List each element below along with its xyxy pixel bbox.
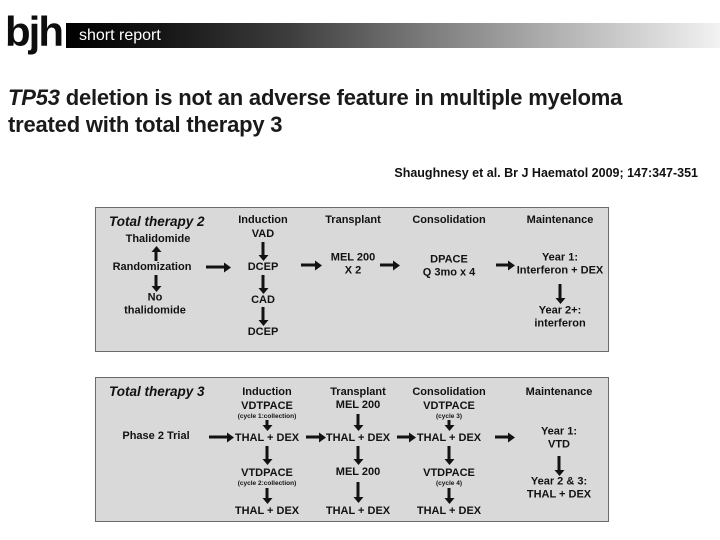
down-arrow — [356, 414, 360, 425]
tt2-header-induction: Induction — [238, 213, 288, 226]
tt3-node-thaldex-cons2: THAL + DEX — [416, 504, 482, 517]
tt3-header-induction: Induction — [242, 385, 292, 398]
tt2-no-thalidomide-line1: No — [147, 291, 163, 304]
citation: Shaughnesy et al. Br J Haematol 2009; 14… — [394, 166, 698, 180]
tt2-node-randomization: Randomization — [112, 260, 192, 273]
tt2-header-consolidation: Consolidation — [412, 213, 486, 226]
tt3-year1-line2: VTD — [548, 438, 570, 450]
down-arrow — [261, 275, 265, 288]
right-arrow — [397, 435, 409, 439]
tt3-node-thaldex-tx1: THAL + DEX — [325, 431, 391, 444]
tt3-node-thaldex-cons1: THAL + DEX — [416, 431, 482, 444]
tt2-node-dcep-1: DCEP — [247, 260, 279, 273]
right-arrow — [206, 265, 224, 269]
down-arrow — [265, 420, 269, 425]
tt2-year2-line1: Year 2+: — [538, 304, 582, 317]
down-arrow — [447, 420, 451, 425]
down-arrow — [356, 446, 360, 459]
tt2-node-mel200x2: MEL 200 X 2 — [331, 252, 375, 277]
tt3-node-thaldex-ind2: THAL + DEX — [234, 504, 300, 517]
banner-label: short report — [79, 26, 161, 44]
tt2-dpace-line2: Q 3mo x 4 — [422, 266, 476, 278]
total-therapy-3-panel: Total therapy 3 Induction Transplant Con… — [95, 377, 609, 522]
tt3-header-consolidation: Consolidation — [412, 385, 486, 398]
tt2-year2-line2: interferon — [534, 317, 586, 329]
right-arrow — [306, 435, 319, 439]
tt3-year23-line2: THAL + DEX — [526, 488, 592, 500]
tt3-vtdpace2-main: VTDPACE — [423, 466, 475, 479]
down-arrow — [265, 446, 269, 459]
down-arrow — [447, 446, 451, 459]
tt2-node-thalidomide: Thalidomide — [125, 232, 191, 245]
banner-bar: short report — [66, 23, 720, 48]
gene-name: TP53 — [8, 85, 60, 110]
tt2-mel200-line2: X 2 — [344, 264, 362, 276]
down-arrow — [557, 456, 561, 470]
bjh-logo: bjh — [5, 8, 64, 55]
right-arrow — [209, 435, 227, 439]
total-therapy-2-panel: Total therapy 2 Induction Transplant Con… — [95, 207, 609, 352]
tt3-vtdpace1-main: VTDPACE — [241, 466, 293, 479]
tt3-year1-line1: Year 1: — [540, 425, 578, 438]
tt2-node-year2plus: Year 2+: interferon — [534, 305, 585, 330]
tt2-node-cad: CAD — [251, 293, 275, 306]
tt3-vdtpace1-sub: (cycle 1:collection) — [237, 412, 297, 420]
tt3-vtdpace1-sub: (cycle 2:collection) — [237, 479, 297, 487]
tt2-no-thalidomide-line2: thalidomide — [124, 304, 186, 316]
tt2-node-dcep-2: DCEP — [247, 325, 279, 338]
tt3-node-mel200-1: MEL 200 — [335, 398, 381, 411]
tt3-node-year23: Year 2 & 3: THAL + DEX — [527, 476, 591, 501]
tt3-node-thaldex-tx2: THAL + DEX — [325, 504, 391, 517]
tt3-node-mel200-2: MEL 200 — [335, 465, 381, 478]
tt2-dpace-line1: DPACE — [430, 253, 468, 266]
tt2-node-year1: Year 1: Interferon + DEX — [517, 252, 604, 277]
tt2-header-transplant: Transplant — [325, 213, 381, 226]
down-arrow — [154, 275, 158, 286]
right-arrow — [495, 435, 508, 439]
title-line2: treated with total therapy 3 — [8, 112, 283, 137]
right-arrow — [380, 263, 393, 267]
down-arrow — [261, 242, 265, 255]
tt3-vdtpace2-main: VDTPACE — [423, 399, 475, 412]
down-arrow — [558, 284, 562, 298]
down-arrow — [356, 482, 360, 497]
title-line1: deletion is not an adverse feature in mu… — [59, 85, 623, 110]
tt3-node-vdtpace-2: VDTPACE (cycle 3) — [423, 400, 475, 421]
tt2-node-vad: VAD — [251, 227, 275, 240]
tt3-year23-line1: Year 2 & 3: — [530, 475, 588, 488]
down-arrow — [447, 488, 451, 498]
down-arrow — [261, 307, 265, 320]
tt3-node-thaldex-ind1: THAL + DEX — [234, 431, 300, 444]
tt2-mel200-line1: MEL 200 — [330, 251, 376, 264]
tt2-panel-title: Total therapy 2 — [109, 214, 205, 229]
tt3-vdtpace1-main: VDTPACE — [241, 399, 293, 412]
tt2-node-no-thalidomide: No thalidomide — [124, 292, 186, 317]
tt3-header-maintenance: Maintenance — [525, 385, 593, 398]
tt3-vdtpace2-sub: (cycle 3) — [435, 412, 463, 420]
tt3-header-transplant: Transplant — [330, 385, 386, 398]
tt3-node-vtdpace-2: VTDPACE (cycle 4) — [423, 467, 475, 488]
tt2-header-maintenance: Maintenance — [526, 213, 594, 226]
tt3-node-vtdpace-1: VTDPACE (cycle 2:collection) — [238, 467, 297, 488]
tt3-node-phase2trial: Phase 2 Trial — [122, 429, 190, 442]
right-arrow — [301, 263, 315, 267]
tt3-vtdpace2-sub: (cycle 4) — [435, 479, 463, 487]
right-arrow — [496, 263, 508, 267]
up-arrow — [154, 252, 158, 261]
tt2-node-dpace: DPACE Q 3mo x 4 — [423, 254, 476, 279]
tt3-node-year1-vtd: Year 1: VTD — [541, 426, 577, 451]
page-title: TP53 deletion is not an adverse feature … — [8, 84, 714, 138]
tt2-year1-line2: Interferon + DEX — [516, 264, 604, 276]
tt3-node-vdtpace-1: VDTPACE (cycle 1:collection) — [238, 400, 297, 421]
down-arrow — [265, 488, 269, 498]
tt2-year1-line1: Year 1: — [541, 251, 579, 264]
tt3-panel-title: Total therapy 3 — [109, 384, 205, 399]
